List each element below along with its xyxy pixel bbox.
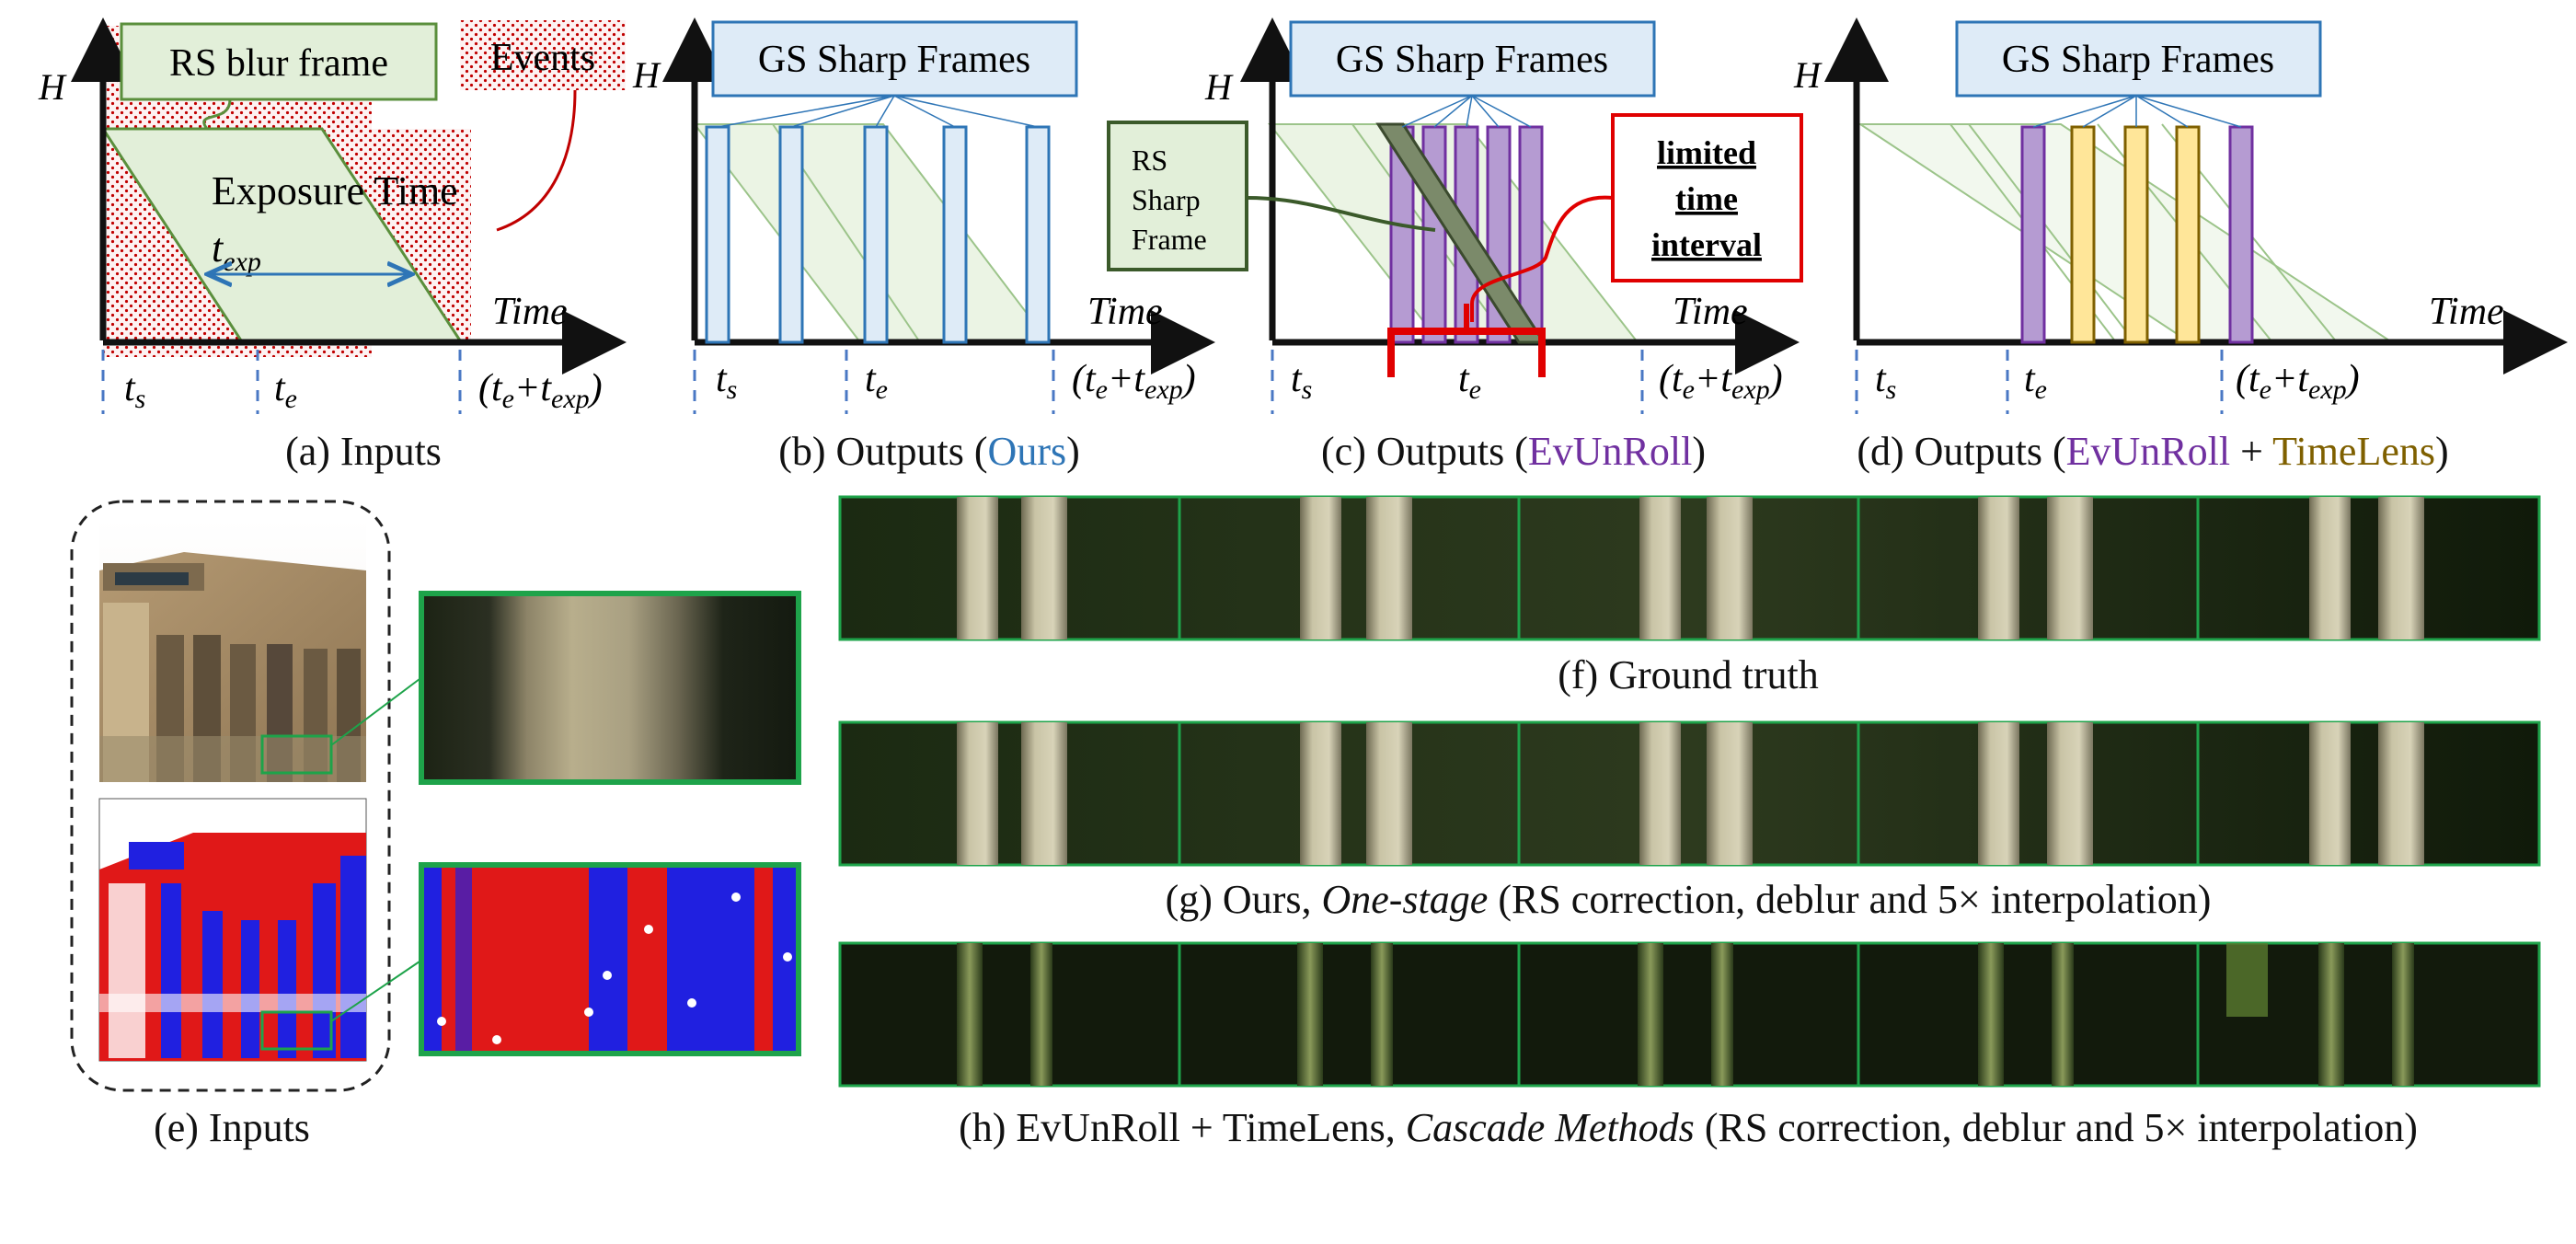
rgb-crop-zoom [419,591,801,785]
tick-te: te [1458,358,1481,405]
gs-sharp-frames-label: GS Sharp Frames [1336,39,1608,81]
tick-te-texp: (te+texp) [1072,358,1196,405]
rs-sharp-connector [1246,196,1436,232]
crop-connector [330,961,420,1022]
caption-b: (b) Outputs (Ours) [778,429,1080,474]
gs-frame-bar [1025,125,1051,344]
limited-time-interval-box [1611,113,1803,282]
crop-region-marker [260,734,333,775]
gs-frame-bar [863,125,889,344]
x-axis-label: Time [1087,291,1163,333]
events-crop-zoom [419,862,801,1056]
tick-te-texp: (te+texp) [2236,358,2360,405]
y-axis-label: H [38,66,67,108]
panel-b-ours-diagram: H Time GS Sharp Frames ts te (te+texp) (… [632,17,1215,474]
x-axis-label: Time [2429,291,2504,333]
limited-line2: time [1675,180,1738,217]
rs-blur-frame-box [120,22,438,101]
y-axis-label: H [632,54,661,96]
row-f-ground-truth: (f) Ground truth [838,495,2541,697]
rs-frame-diagonal [1968,123,2135,343]
gs-sharp-frames-label: GS Sharp Frames [2002,39,2274,81]
tick-te: te [865,358,888,405]
y-axis-label: H [1793,54,1823,96]
gs-sharp-frames-label: GS Sharp Frames [758,39,1030,81]
rs-blur-connector [202,98,232,130]
inputs-dashed-frame [70,500,391,1092]
gs-fan-lines [717,95,1039,128]
events-legend-box [460,20,626,90]
panel-a-inputs-diagram: H Time RS blur frame Events Exposure Tim… [38,17,627,474]
tick-te: te [2024,358,2047,405]
rs-sharp-frame-box [1107,121,1248,271]
panel-d-cascade-diagram: H Time GS Sharp Frames ts te (te+texp) (… [1793,17,2568,474]
x-axis-label: Time [1673,291,1748,333]
caption-a: (a) Inputs [285,429,442,474]
timelens-frame-bar [2123,125,2149,344]
rs-sharp-line2: Sharp [1132,183,1201,216]
row-g-ours: (g) Ours, One-stage (RS correction, debl… [838,720,2541,922]
tick-te-texp: (te+texp) [478,367,603,414]
tick-ts: ts [1875,358,1896,405]
x-axis-label: Time [492,291,568,333]
events-label: Events [490,37,595,79]
rs-sharp-line3: Frame [1132,223,1207,256]
timelens-frame-bar [2070,125,2096,344]
tick-ts: ts [716,358,737,405]
y-axis-label: H [1204,66,1234,108]
rs-blur-image [99,520,366,782]
panel-e-inputs-images: (e) Inputs [70,500,801,1150]
limited-line3: interval [1651,226,1762,263]
caption-h: (h) EvUnRoll + TimeLens, Cascade Methods… [959,1105,2418,1150]
gs-sharp-frame-bars [705,125,1051,344]
tick-ts: ts [124,367,145,414]
caption-c: (c) Outputs (EvUnRoll) [1321,429,1706,474]
gs-sharp-frames-box [1289,20,1656,98]
row-h-cascade: (h) EvUnRoll + TimeLens, Cascade Methods… [838,941,2541,1150]
crop-connector [330,678,420,746]
events-connector [496,89,577,232]
gs-frame-bar [942,125,968,344]
rs-blur-frame-label: RS blur frame [169,42,388,85]
caption-d: (d) Outputs (EvUnRoll + TimeLens) [1857,429,2448,474]
tick-te: te [274,367,297,414]
exposure-time-label: Exposure Time [212,168,458,213]
panel-c-evunroll-diagram: H Time GS Sharp Frames RS Sharp Frame li… [1107,17,1803,474]
rs-sharp-line1: RS [1132,144,1167,177]
tick-te-texp: (te+texp) [1659,358,1783,405]
caption-f: (f) Ground truth [1558,652,1819,697]
limited-interval-connector [1470,195,1614,322]
caption-g: (g) Ours, One-stage (RS correction, debl… [1166,877,2212,922]
gs-sharp-frames-box [711,20,1078,98]
gs-fan-lines [2032,95,2242,128]
caption-e: (e) Inputs [154,1105,310,1150]
events-image [98,798,367,1062]
gs-fan-lines [1401,95,1532,128]
evunroll-frame-bar [2020,125,2046,344]
limited-line1: limited [1657,134,1756,171]
evunroll-frame-bar [2228,125,2254,344]
gs-frame-bar [778,125,804,344]
timelens-frame-bar [2175,125,2201,344]
gs-sharp-frames-box [1955,20,2322,98]
tick-ts: ts [1291,358,1312,405]
crop-region-marker [260,1010,333,1051]
cascade-frame-bars [2020,125,2254,344]
gs-frame-bar [705,125,730,344]
strip-images [838,720,2541,867]
evunroll-frame-bar [1518,125,1544,344]
strip-images [838,495,2541,641]
strip-images [838,941,2541,1088]
